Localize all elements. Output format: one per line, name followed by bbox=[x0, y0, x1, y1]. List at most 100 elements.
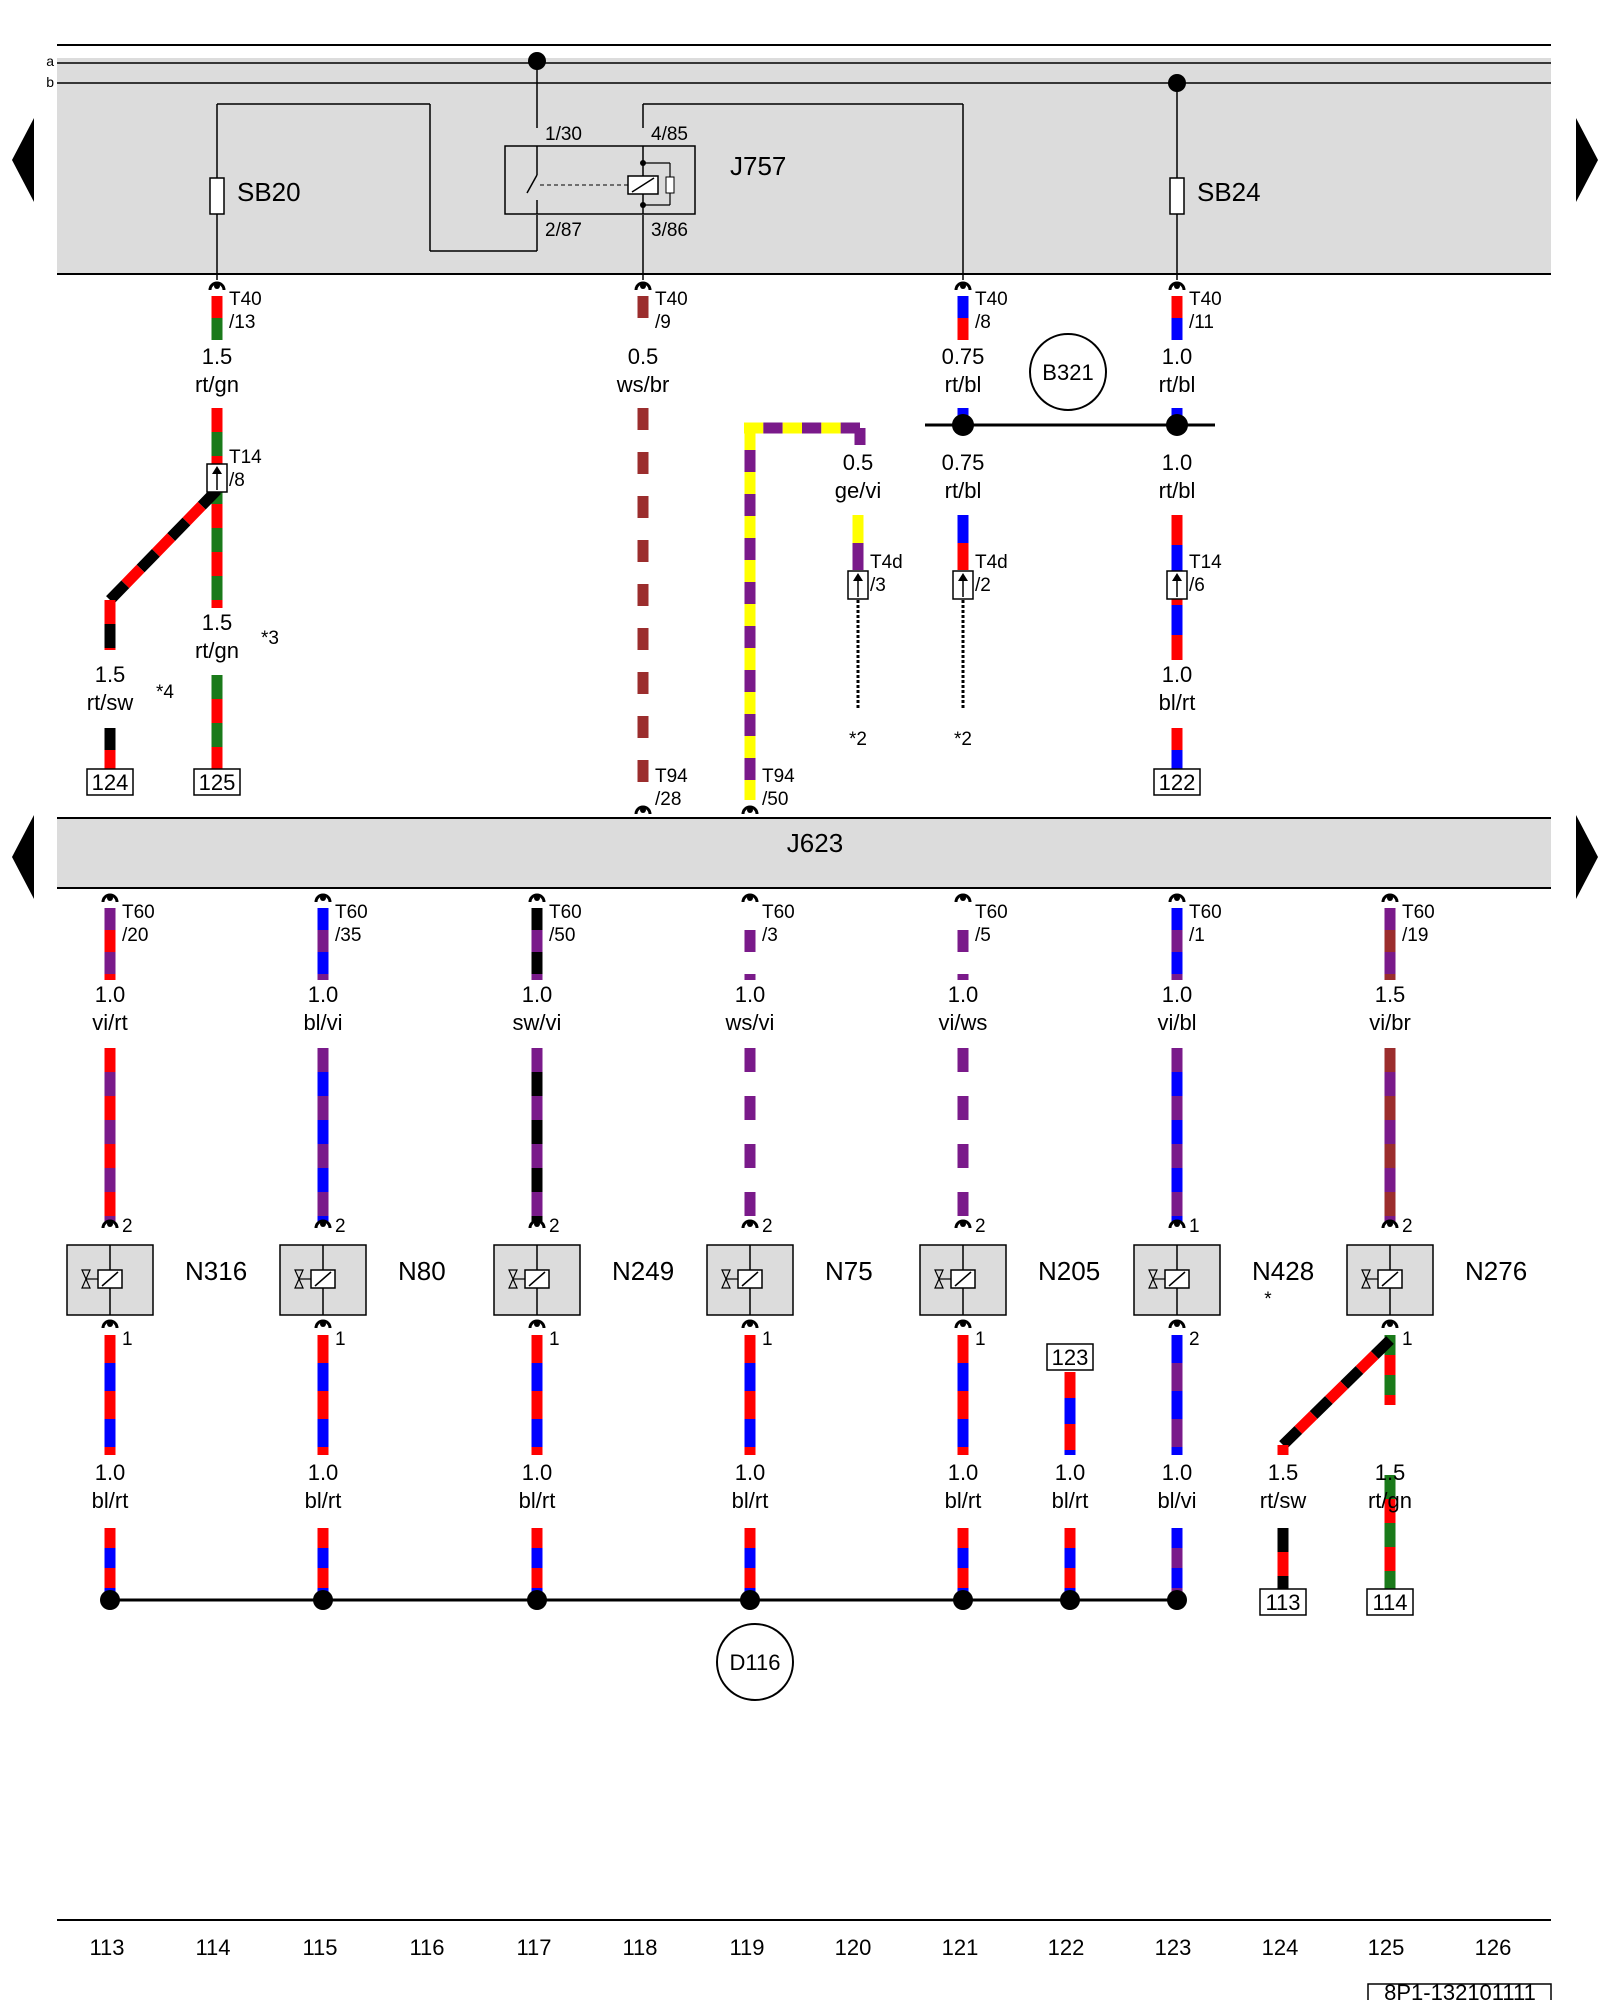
connector-arrow bbox=[1172, 573, 1182, 581]
connector-pin bbox=[1387, 1321, 1393, 1327]
top-conn-name: T40 bbox=[229, 289, 262, 310]
top-conn-name: T40 bbox=[975, 289, 1008, 310]
connector-pin bbox=[747, 895, 753, 901]
ref-123-label: 123 bbox=[1052, 1345, 1089, 1370]
wire-segment bbox=[121, 564, 145, 589]
valve-lower-size: 1.0 bbox=[308, 1460, 339, 1485]
valve-wire-color: bl/vi bbox=[303, 1010, 342, 1035]
valve-wire-size: 1.0 bbox=[522, 982, 553, 1007]
valve-top-pin: 2 bbox=[762, 1216, 773, 1237]
ground-junction bbox=[313, 1590, 333, 1610]
top-conn-name: T40 bbox=[655, 289, 688, 310]
valve-bot-pin: 1 bbox=[762, 1329, 773, 1350]
connector-pin bbox=[534, 1221, 540, 1227]
ground-junction bbox=[527, 1590, 547, 1610]
top-conn-pin: /11 bbox=[1189, 312, 1214, 333]
connector-pin bbox=[1174, 895, 1180, 901]
valve-conn: T60 bbox=[122, 902, 155, 923]
valve-wire-color: vi/ws bbox=[939, 1010, 988, 1035]
ref-122-label: 122 bbox=[1159, 770, 1196, 795]
wire-segment bbox=[1279, 1426, 1303, 1449]
connector-arrow bbox=[212, 466, 222, 474]
footer-current-track: 117 bbox=[516, 1935, 551, 1960]
connector-pin bbox=[534, 1321, 540, 1327]
wire-size: 1.0 bbox=[1162, 344, 1193, 369]
footer-current-track: 115 bbox=[302, 1935, 337, 1960]
valve-top-pin: 2 bbox=[549, 1216, 560, 1237]
top-conn-pin: /8 bbox=[975, 312, 991, 333]
connector-pin bbox=[960, 1321, 966, 1327]
connector-pin bbox=[640, 283, 646, 289]
valve-bot-pin: 2 bbox=[1189, 1329, 1200, 1350]
valve-conn: T60 bbox=[975, 902, 1008, 923]
ground-junction bbox=[1167, 1590, 1187, 1610]
ref-124 bbox=[86, 768, 134, 796]
connector-pin bbox=[747, 1321, 753, 1327]
wire-segment bbox=[182, 501, 206, 526]
wire-color: rt/bl bbox=[945, 478, 982, 503]
wire-segment bbox=[1309, 1396, 1333, 1419]
label-d116: D116 bbox=[730, 1650, 781, 1675]
valve-conn-pin: /19 bbox=[1402, 925, 1428, 946]
connector-pin bbox=[960, 283, 966, 289]
valve-top-pin: 1 bbox=[1189, 1216, 1200, 1237]
conn-t4d-a: T4d bbox=[870, 552, 903, 573]
wire-size: 1.5 bbox=[202, 610, 233, 635]
valve-name: N80 bbox=[398, 1256, 446, 1286]
valve-symbol bbox=[934, 1269, 944, 1289]
valve-wire-color: sw/vi bbox=[513, 1010, 562, 1035]
connector-pin bbox=[107, 895, 113, 901]
valve-lower-color: bl/rt bbox=[945, 1488, 982, 1513]
line bbox=[314, 1271, 332, 1287]
relay-pin-1-30: 1/30 bbox=[545, 124, 582, 145]
fuse-sb24 bbox=[1169, 177, 1185, 215]
valve-lower-size: 1.5 bbox=[1375, 1460, 1406, 1485]
label-sb24: SB24 bbox=[1197, 177, 1261, 207]
bus-a-junction bbox=[528, 52, 546, 70]
conn-t4d-a-pin: /3 bbox=[870, 575, 886, 596]
ground-junction bbox=[953, 1590, 973, 1610]
n428-note: * bbox=[1264, 1289, 1272, 1310]
ref-125-label: 125 bbox=[199, 770, 236, 795]
line bbox=[631, 177, 655, 193]
valve-lower-size: 1.0 bbox=[1162, 1460, 1193, 1485]
line bbox=[1168, 1271, 1186, 1287]
valve-conn-pin: /1 bbox=[1189, 925, 1205, 946]
b321-junction-b bbox=[1166, 414, 1188, 436]
footer-current-track: 114 bbox=[195, 1935, 230, 1960]
wire-size: 0.5 bbox=[628, 344, 659, 369]
connector-arrow bbox=[853, 573, 863, 581]
conn-t4d-b: T4d bbox=[975, 552, 1008, 573]
valve-wire-size: 1.0 bbox=[948, 982, 979, 1007]
footer-current-track: 125 bbox=[1368, 1935, 1405, 1960]
wire-segment bbox=[1294, 1411, 1318, 1434]
wire-segment bbox=[106, 580, 130, 604]
label-b321: B321 bbox=[1042, 360, 1093, 385]
valve-symbol bbox=[81, 1269, 91, 1289]
ground-junction bbox=[1060, 1590, 1080, 1610]
valve-symbol bbox=[508, 1269, 518, 1289]
conn-t14-pin: /8 bbox=[229, 470, 245, 491]
footer-current-track: 118 bbox=[622, 1935, 657, 1960]
relay-pin-4-85: 4/85 bbox=[651, 124, 688, 145]
wire-rt-sw-diag bbox=[106, 486, 221, 604]
valve-lower-color: bl/rt bbox=[92, 1488, 129, 1513]
valve-top-pin: 2 bbox=[122, 1216, 133, 1237]
connector-pin bbox=[320, 1321, 326, 1327]
conn-t4d-b-pin: /2 bbox=[975, 575, 991, 596]
line bbox=[526, 174, 538, 194]
wire-color: ws/br bbox=[616, 372, 670, 397]
ref-113 bbox=[1259, 1588, 1307, 1616]
doc-id-box bbox=[1367, 1983, 1552, 2000]
ref-125 bbox=[193, 768, 241, 796]
connector-pin bbox=[1174, 1321, 1180, 1327]
valve-wire-size: 1.0 bbox=[308, 982, 339, 1007]
top-conn-pin: /13 bbox=[229, 312, 255, 333]
wire-size: 1.5 bbox=[95, 662, 126, 687]
connector-arrow bbox=[958, 573, 968, 581]
connector-pin bbox=[640, 807, 646, 813]
conn-t94-a-pin: /28 bbox=[655, 789, 681, 810]
valve-bot-pin: 1 bbox=[335, 1329, 346, 1350]
wire-size-rt-sw: 1.5 bbox=[1268, 1460, 1299, 1485]
wire-color: rt/gn bbox=[195, 372, 239, 397]
